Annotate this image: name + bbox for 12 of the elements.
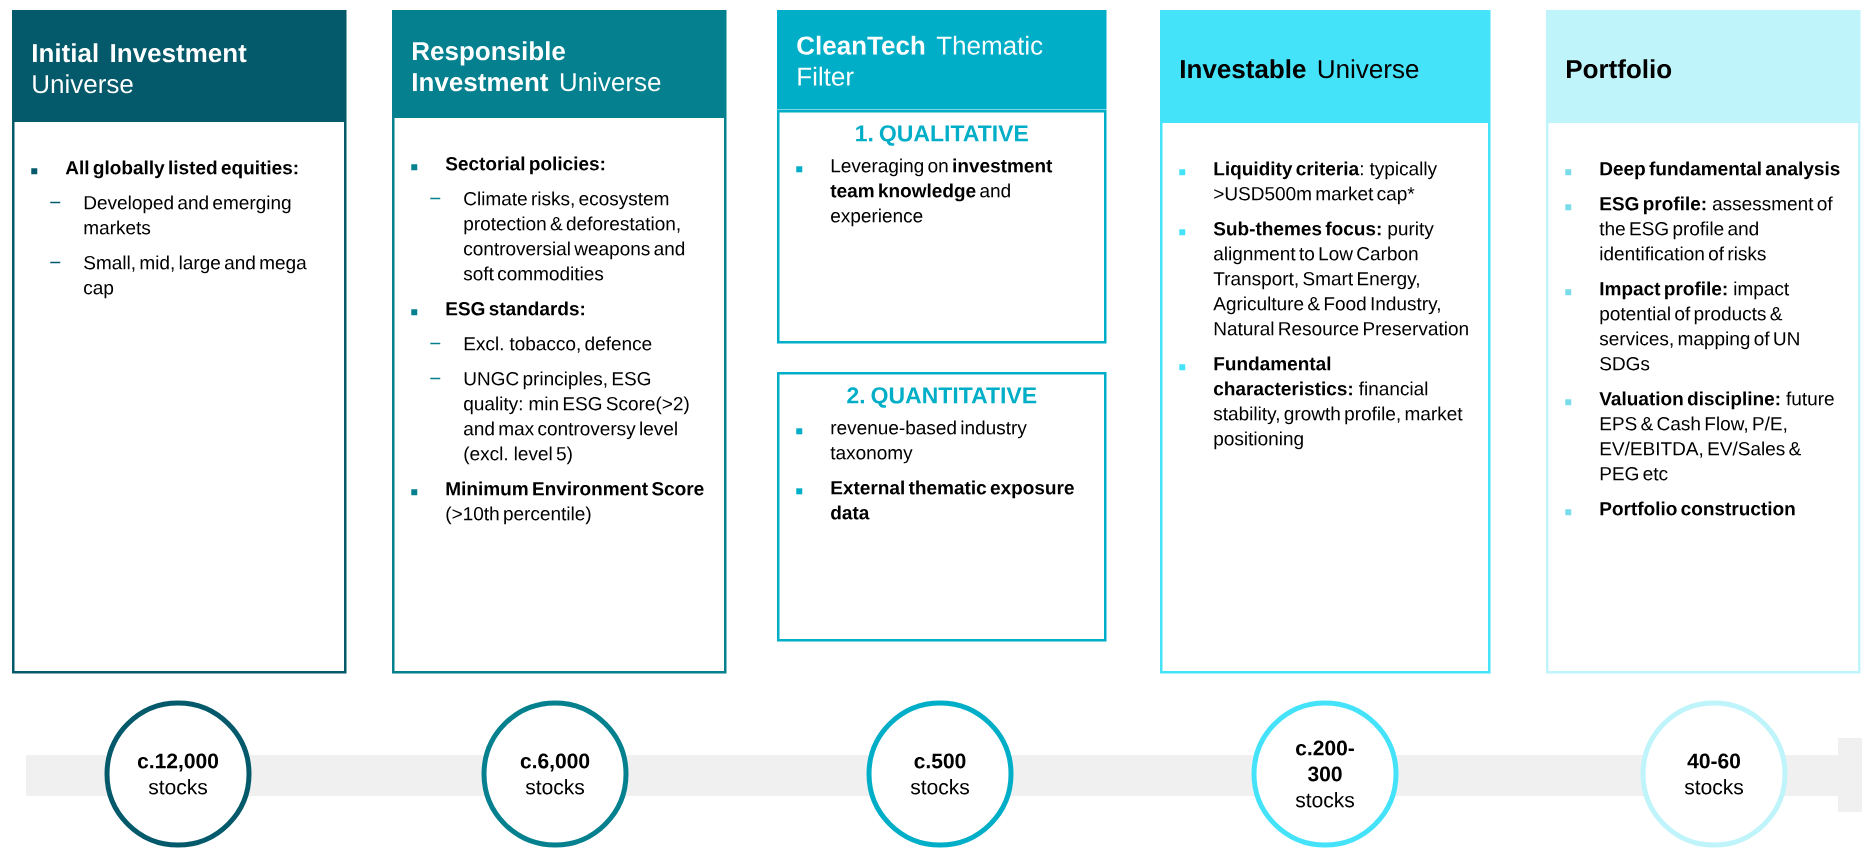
node-label: c.12,000 stocks <box>137 753 219 795</box>
header-band: CleanTech Thematic Filter <box>777 10 1107 110</box>
node-label: c.6,000 stocks <box>520 753 590 795</box>
filter-box: 2. QUANTITATIVE revenue-based industry taxonomy External thematic exposure data <box>777 372 1107 642</box>
node-label: 40-60 stocks <box>1684 753 1744 795</box>
column-card: Initial Investment Universe All globally listed equities: Developed and emerging markets Small, mid, large and mega cap <box>12 10 347 674</box>
column-card: Responsible Investment Universe Sectorial policies: Climate risks, ecosystem protection & deforestation, controversial weapons and soft commodities ESG standards: Excl. tobacco, defence UNGC principles, ESG quality: min ESG Score(>2) and max controversy level (excl. level 5) Minimum Environment Score (>10th percentile) <box>392 10 727 674</box>
node-label: c.500 stocks <box>910 753 970 795</box>
column-card: Portfolio Deep fundamental analysis ESG profile: assessment of the ESG profile and identification of risks Impact profile: impact potential of products & services, mapping of UN SDGs Valuation discipline: future EPS & Cash Flow, P/E, EV/EBITDA, EV/Sales & PEG etc Portfolio construction <box>1546 10 1861 674</box>
filter-box: 1. QUALITATIVE Leveraging on investment team knowledge and experience <box>777 110 1107 344</box>
column-card: Investable Universe Liquidity criteria: typically >USD500m market cap* Sub-themes focus: purity alignment to Low Carbon Transport, Smart Energy, Agriculture & Food Industry, Natural Resource Preservation Fundamental characteristics: financial stability, growth profile, market positioning <box>1160 10 1491 674</box>
node-label: c.200-300 stocks <box>1295 740 1355 808</box>
